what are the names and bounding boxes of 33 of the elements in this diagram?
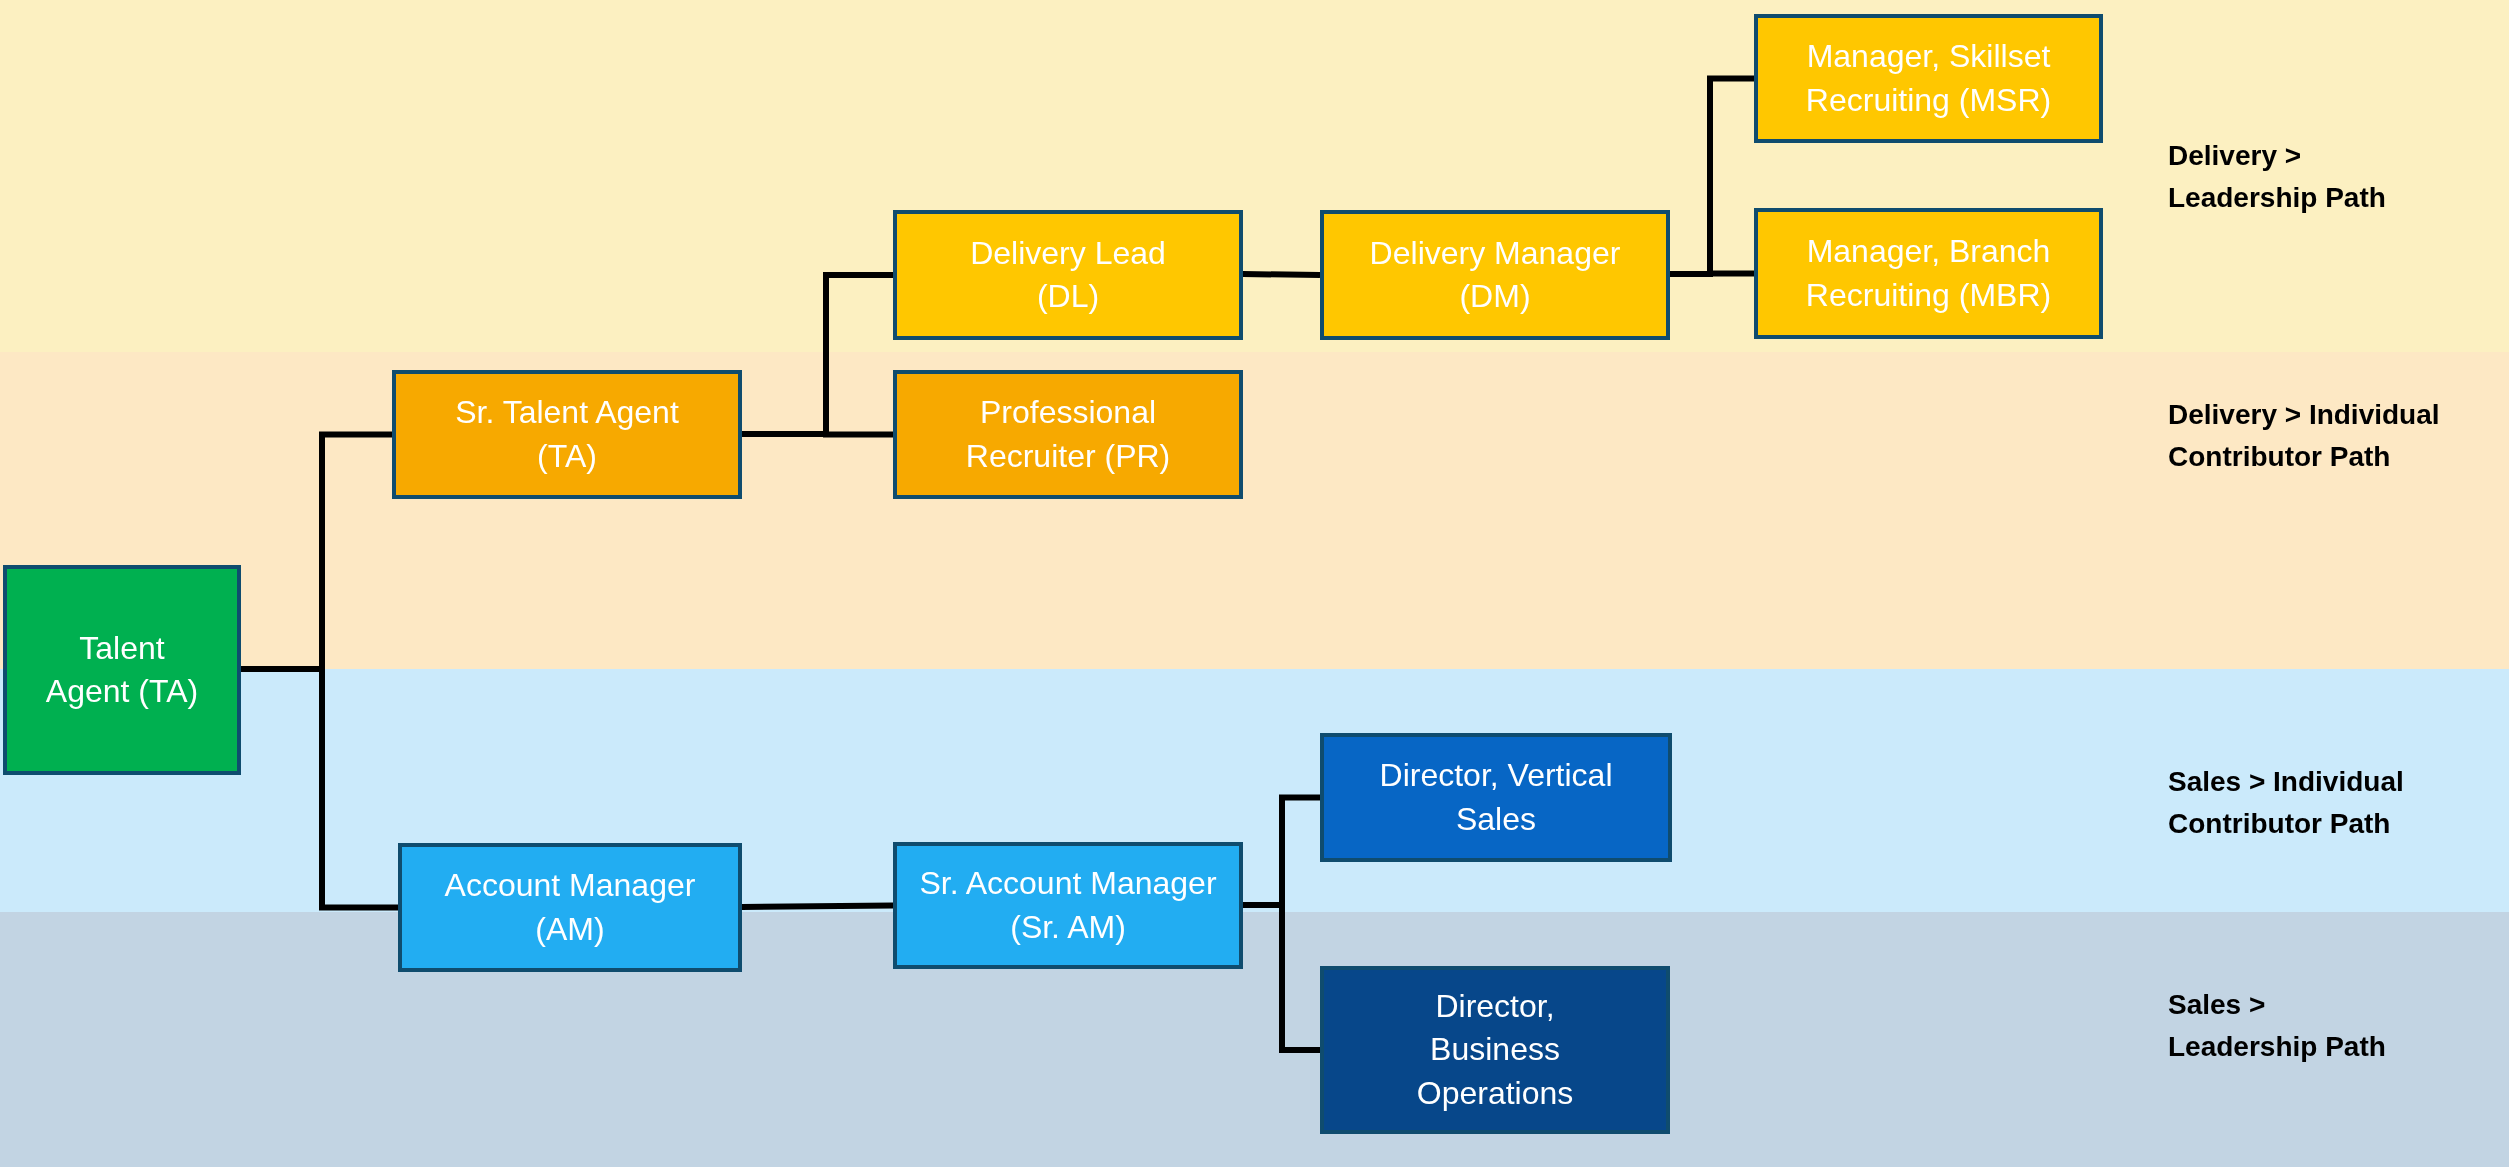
role-box xyxy=(893,842,1243,969)
role-box xyxy=(1320,210,1670,340)
band-label: Sales > Leadership Path xyxy=(2168,988,2387,1064)
connector-line xyxy=(742,431,893,438)
role-box xyxy=(1754,208,2103,339)
band-label: Delivery > Individual Contributor Path xyxy=(2168,398,2441,474)
role-title: Manager, Skillset Recruiting (MSR) xyxy=(1804,37,2053,120)
connector-line xyxy=(1670,270,1754,277)
role-box xyxy=(3,565,241,775)
role-title: Delivery Manager (DM) xyxy=(1368,233,1622,316)
role-box xyxy=(1754,14,2103,143)
role-title: Professional Recruiter (PR) xyxy=(964,393,1172,476)
role-box xyxy=(1320,966,1670,1134)
role-title: Delivery Lead (DL) xyxy=(969,233,1167,316)
role-title: Director, Vertical Sales xyxy=(1378,756,1614,839)
role-title: Manager, Branch Recruiting (MBR) xyxy=(1804,232,2053,315)
role-box xyxy=(1320,733,1672,862)
role-title: Sr. Talent Agent (TA) xyxy=(454,393,680,476)
band-label: Sales > Individual Contributor Path xyxy=(2168,765,2405,841)
role-title: Director, Business Operations xyxy=(1415,987,1575,1113)
role-box xyxy=(893,210,1243,340)
connector-line xyxy=(741,902,894,910)
role-box xyxy=(893,370,1243,499)
role-title: Account Manager (AM) xyxy=(443,866,697,949)
path-band xyxy=(0,352,2509,669)
role-title: Talent Agent (TA) xyxy=(44,628,200,711)
path-band xyxy=(0,0,2509,352)
connector-line xyxy=(1242,271,1321,278)
role-title: Sr. Account Manager (Sr. AM) xyxy=(918,864,1218,947)
role-box xyxy=(392,370,742,499)
role-box xyxy=(398,843,742,972)
path-band xyxy=(0,912,2509,1167)
band-label: Delivery > Leadership Path xyxy=(2168,139,2387,215)
